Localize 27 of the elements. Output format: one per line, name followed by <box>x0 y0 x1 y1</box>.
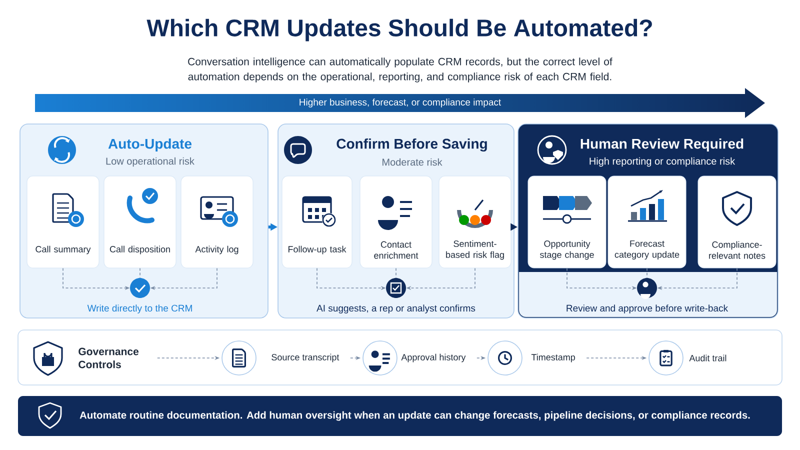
panel-subheading: Moderate risk <box>382 158 442 166</box>
field-card: Call summary <box>26 176 100 268</box>
title: Which CRM Updates Should Be Automated? <box>146 18 652 42</box>
banner: Automate routine documentation. Add human oversight when an update can change forecasts, pipeline decisions, or compliance records. <box>18 396 782 436</box>
field-card: Call disposition <box>104 176 176 268</box>
connector <box>646 268 648 278</box>
field-card: Sentiment-based risk flag <box>438 176 512 268</box>
field-card: Activity log <box>180 176 254 268</box>
field-card: Compliance-relevant notes <box>698 176 776 268</box>
field-card: Forecast category update <box>608 176 686 268</box>
arrow-label: Higher business, forecast, or compliance impact <box>300 98 502 108</box>
panel-heading: Auto-Update <box>108 138 192 152</box>
node-label: Write directly to the CRM <box>87 304 192 314</box>
node-label: Timestamp <box>531 354 575 362</box>
panel-heading: Confirm Before Saving <box>336 138 487 152</box>
panel-heading: Human Review Required <box>580 138 744 152</box>
node-label: Audit trail <box>689 354 726 362</box>
row-heading: Governance Controls <box>78 348 139 368</box>
field-card: Follow-up task <box>282 176 352 268</box>
field-card: Contact enrichment <box>360 176 432 268</box>
panel-subheading: High reporting or compliance risk <box>590 157 736 167</box>
node-label: Approval history <box>401 354 466 362</box>
node-label: AI suggests, a rep or analyst confirms <box>316 304 476 314</box>
panel-subheading: Low operational risk <box>106 157 194 167</box>
node-label: Review and approve before write-back <box>566 304 728 314</box>
node-label: Source transcript <box>272 354 340 362</box>
subtitle: Conversation intelligence can automatically populate CRM records, but the correct level of automation depends on the operational, reporting, and compliance risk of each CRM field. <box>188 58 612 82</box>
